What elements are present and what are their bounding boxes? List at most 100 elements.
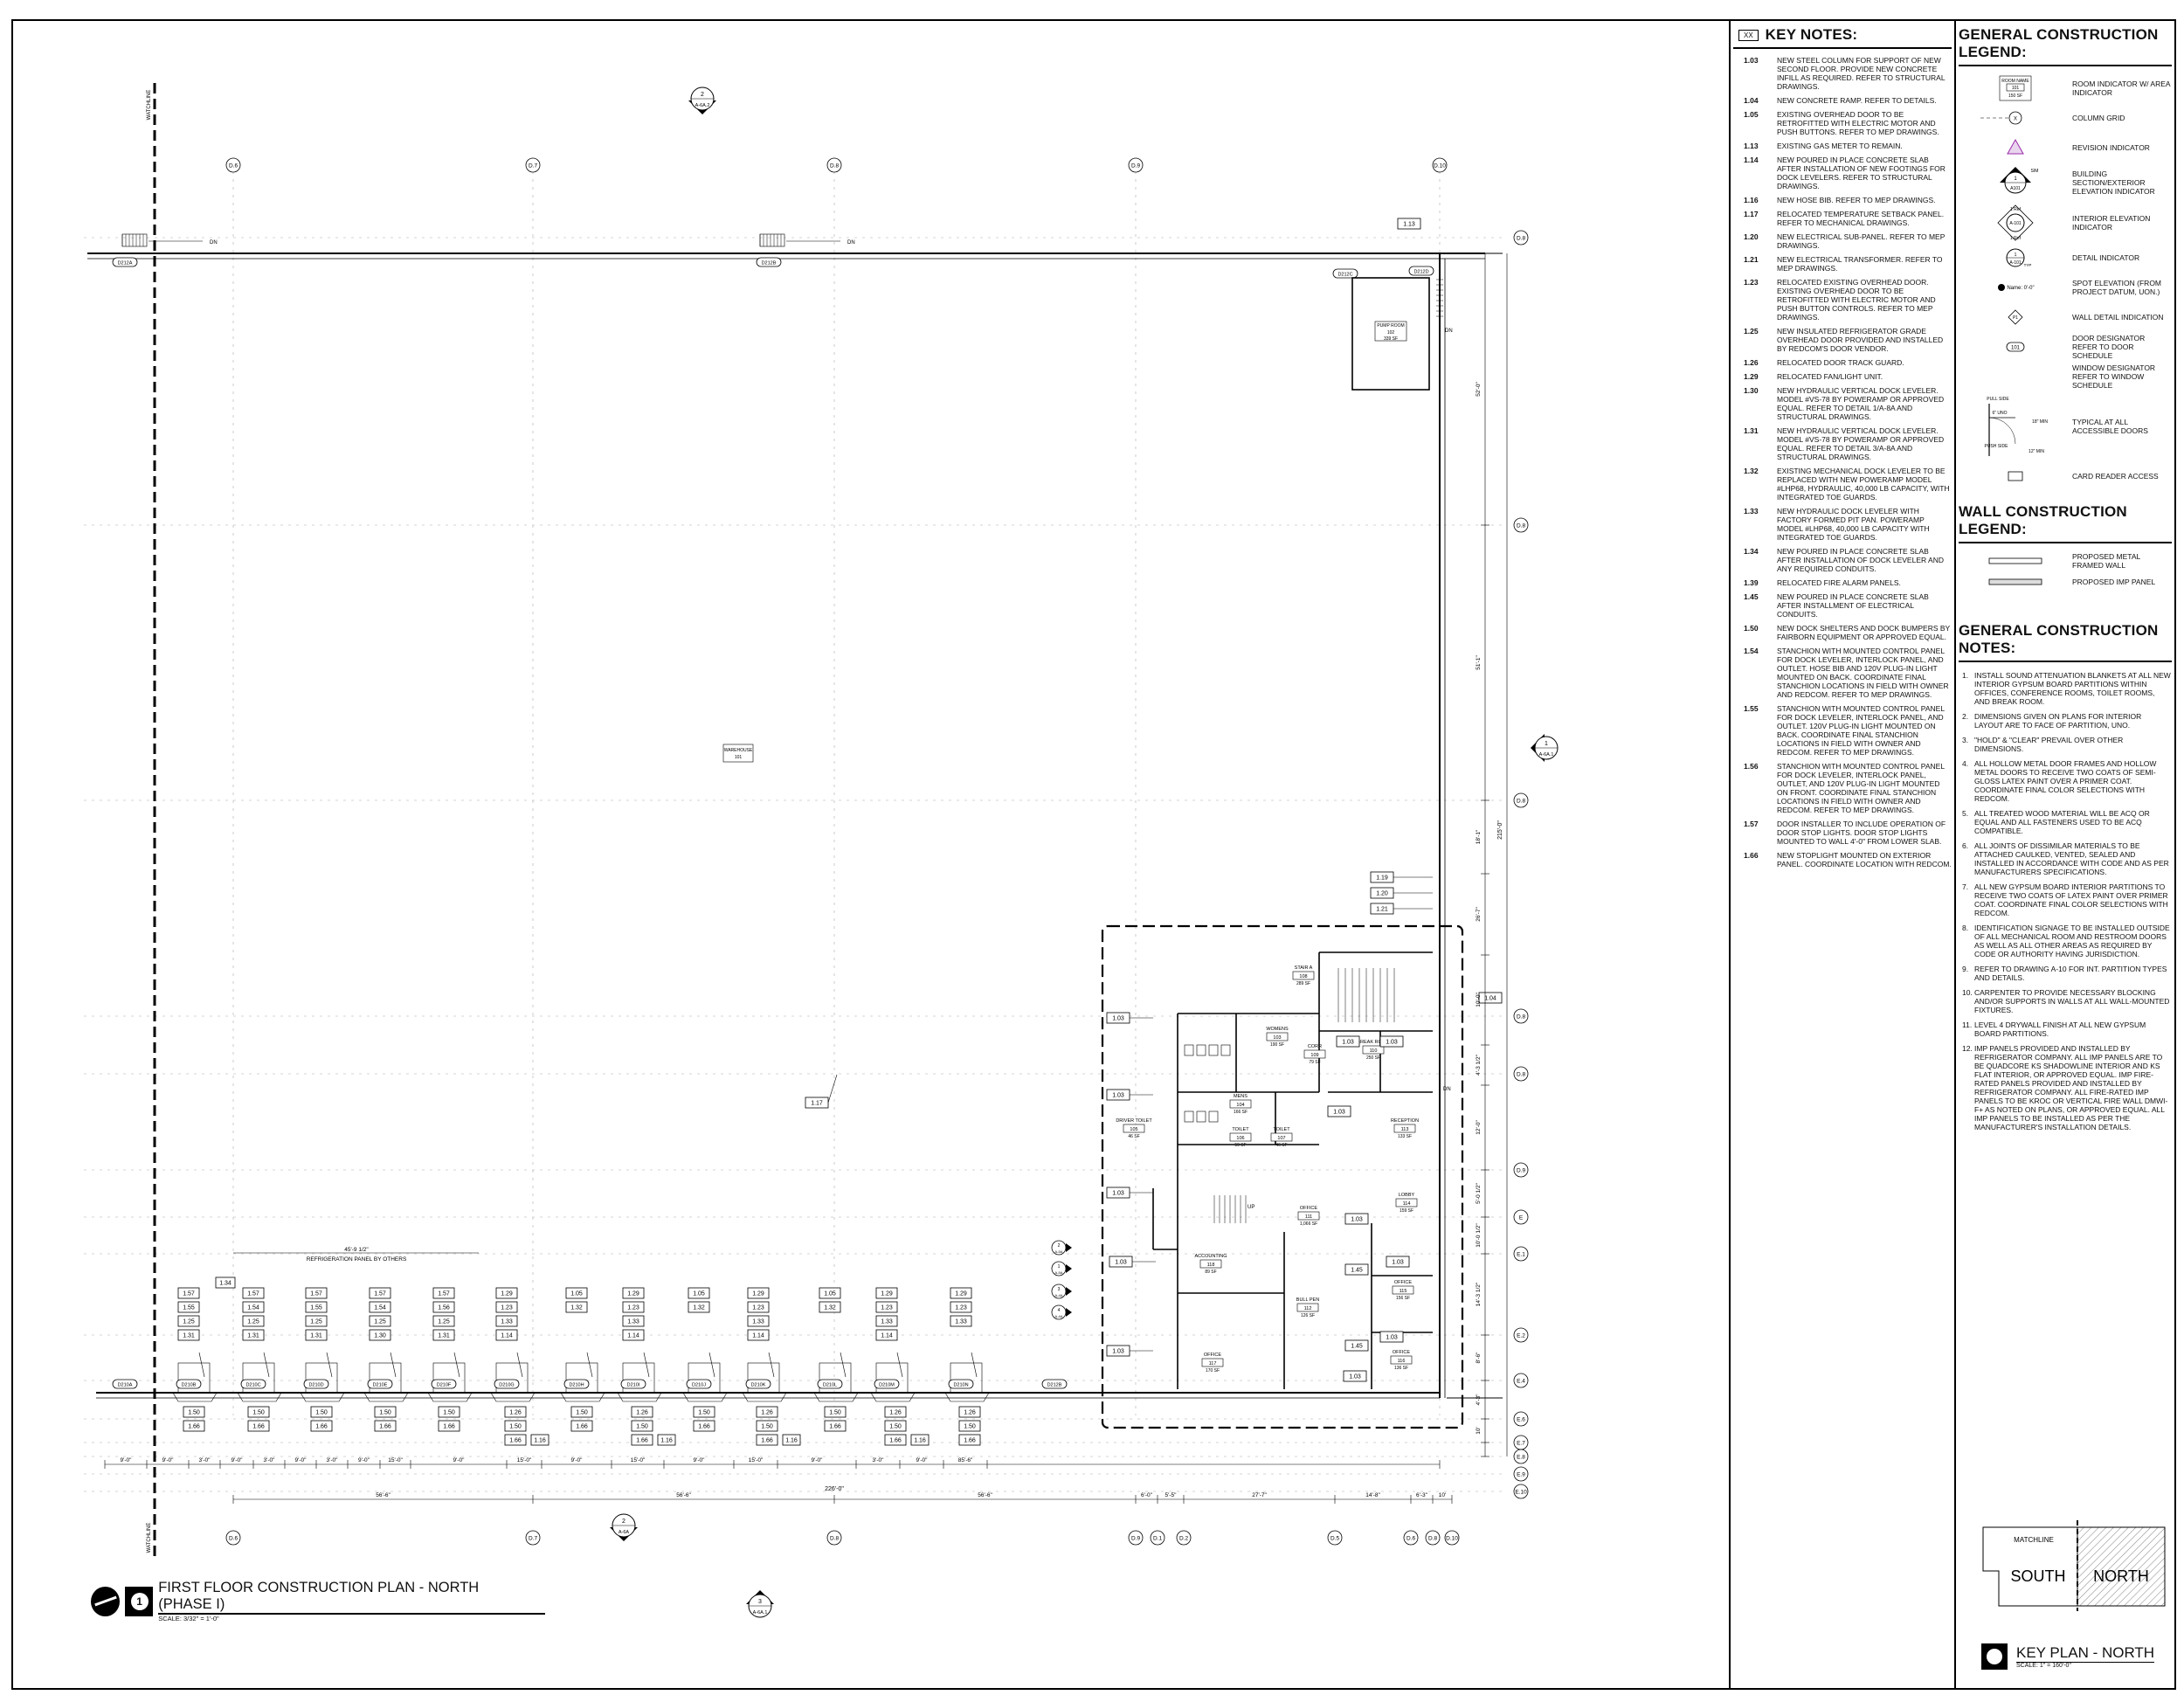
note-tag-label: 1.26 [636,1410,648,1416]
dimension-label: 56'-6" [376,1492,390,1498]
note-tag-label: 1.66 [636,1438,648,1444]
note-tag-label: 1.29 [955,1291,967,1297]
note-tag-label: 1.26 [889,1410,902,1416]
general-note-number: 3. [1962,736,1969,744]
note-tag-box [756,1434,778,1446]
room-number: 109 [1310,1053,1318,1058]
note-tag-box [432,1329,455,1341]
key-note-number: 1.26 [1744,358,1759,367]
grid-label: D.10 [1434,163,1446,170]
legend-symbol-grid: X [1959,103,2072,133]
warehouse-number: 101 [735,755,743,760]
note-tag-label: 1.50 [252,1410,265,1416]
room-number-box [1266,1032,1289,1041]
key-plan-scale: SCALE: 1" = 160'-0" [2016,1663,2071,1669]
view-number-badge: 1 [124,1586,154,1616]
note-tag-box [305,1329,328,1341]
grid-bubble [1513,1449,1529,1464]
section-mark-small: 4A-4A [1051,1304,1072,1320]
key-note-number: 1.29 [1744,372,1759,381]
dimension-label: 9'-0" [358,1457,370,1463]
key-note-text: STANCHION WITH MOUNTED CONTROL PANEL FOR… [1777,762,1945,814]
note-tag-label: 1.66 [829,1424,841,1430]
note-tag-label: 1.33 [881,1319,893,1325]
note-tag-box [504,1434,527,1446]
key-note-text: NEW ELECTRICAL SUB-PANEL. REFER TO MEP D… [1777,232,1946,250]
key-note-number: 1.32 [1744,467,1759,475]
note-tag-label: 1.31 [247,1333,259,1339]
grid-bubble [1513,1246,1529,1262]
grid-bubble [1513,1209,1529,1225]
door-tag [431,1379,457,1389]
section-number: 2 [1058,1243,1061,1249]
grid-label: E.2 [1517,1333,1525,1339]
dimension-label: 52'-0" [1476,382,1482,397]
dimension-label: 9'-0" [694,1457,706,1463]
note-tag-label: 1.66 [252,1424,265,1430]
room-name: BULL PEN [1296,1297,1319,1303]
note-tag-label: 1.25 [310,1319,322,1325]
dock-shelter [237,1392,282,1402]
door-tag-label: D212B [1047,1383,1062,1388]
room-name: STAIR A [1295,965,1313,971]
door-tag-label: D212B [762,261,777,266]
legend-symbol-text: 6" UNO [1992,411,2007,416]
legend-text: INTERIOR ELEVATION INDICATOR [2072,214,2151,232]
door-tag [176,1379,202,1389]
stair-dn-label: DN [210,240,218,246]
room-name: OFFICE [1204,1353,1221,1358]
door-tag-label: D212D [1413,270,1428,275]
legend-symbol-text: ROOM NAME [2001,79,2029,84]
room-number: 102 [1387,330,1395,336]
room-area: 1,066 SF [1300,1221,1317,1227]
room-area: 46 SF [1275,1143,1287,1148]
door-tag [745,1379,771,1389]
dimension-label: 8'-6" [1476,1352,1482,1364]
legend-symbol-text: 101 [2011,346,2021,351]
warehouse-tag-box [722,744,754,763]
dimension-label: 56'-6" [978,1492,992,1498]
legend-text: SPOT ELEVATION (FROM PROJECT DATUM, UON.… [2072,279,2162,296]
grid-bubble [1513,230,1529,246]
grid-bubble [1425,1530,1441,1546]
section-mark-small: 2A-5A [1051,1240,1072,1256]
note-tag-label: 1.04 [1484,996,1496,1002]
room-number: 105 [1130,1127,1137,1132]
legend-symbol-wall: P1 [1959,302,2072,332]
legend-spot-icon: Name: 0'-0" [1998,284,2035,291]
exterior-stair [759,233,785,247]
key-note-text: STANCHION WITH MOUNTED CONTROL PANEL FOR… [1777,704,1945,757]
key-note-number: 1.16 [1744,196,1759,204]
dimension-label: 4'-3" [1476,1394,1482,1406]
legend-text: DETAIL INDICATOR [2072,253,2140,262]
note-tag-label: 1.31 [183,1333,195,1339]
stair-dn-label: DN [1445,329,1453,334]
legend-symbol-text: 12" MIN [2028,449,2044,454]
general-note-item: 9.REFER TO DRAWING A-10 FOR INT. PARTITI… [1962,965,2172,982]
wall-type-icon [1988,578,2042,585]
room-number-box [1201,1358,1224,1367]
room-number-box [1393,1124,1416,1133]
note-tag-label: 1.57 [374,1291,386,1297]
dock-shelter [813,1392,859,1402]
room-area: 136 SF [1394,1366,1408,1371]
dock-shelter [427,1392,473,1402]
legend-symbol-text: TYP [2024,263,2032,267]
grid-bubble [225,1530,241,1546]
door-tag [494,1379,520,1389]
dock-shelter [172,1392,218,1402]
note-tag-box [374,1420,397,1432]
watchline-label: WATCHLINE [147,1523,152,1553]
key-note-number: 1.33 [1744,507,1759,515]
note-tag-box [369,1287,391,1299]
grid-bubble [826,157,842,173]
key-note-text: NEW HYDRAULIC VERTICAL DOCK LEVELER. MOD… [1777,386,1945,421]
room-name: CORR [1308,1044,1322,1049]
note-tag-label: 1.57 [310,1291,322,1297]
